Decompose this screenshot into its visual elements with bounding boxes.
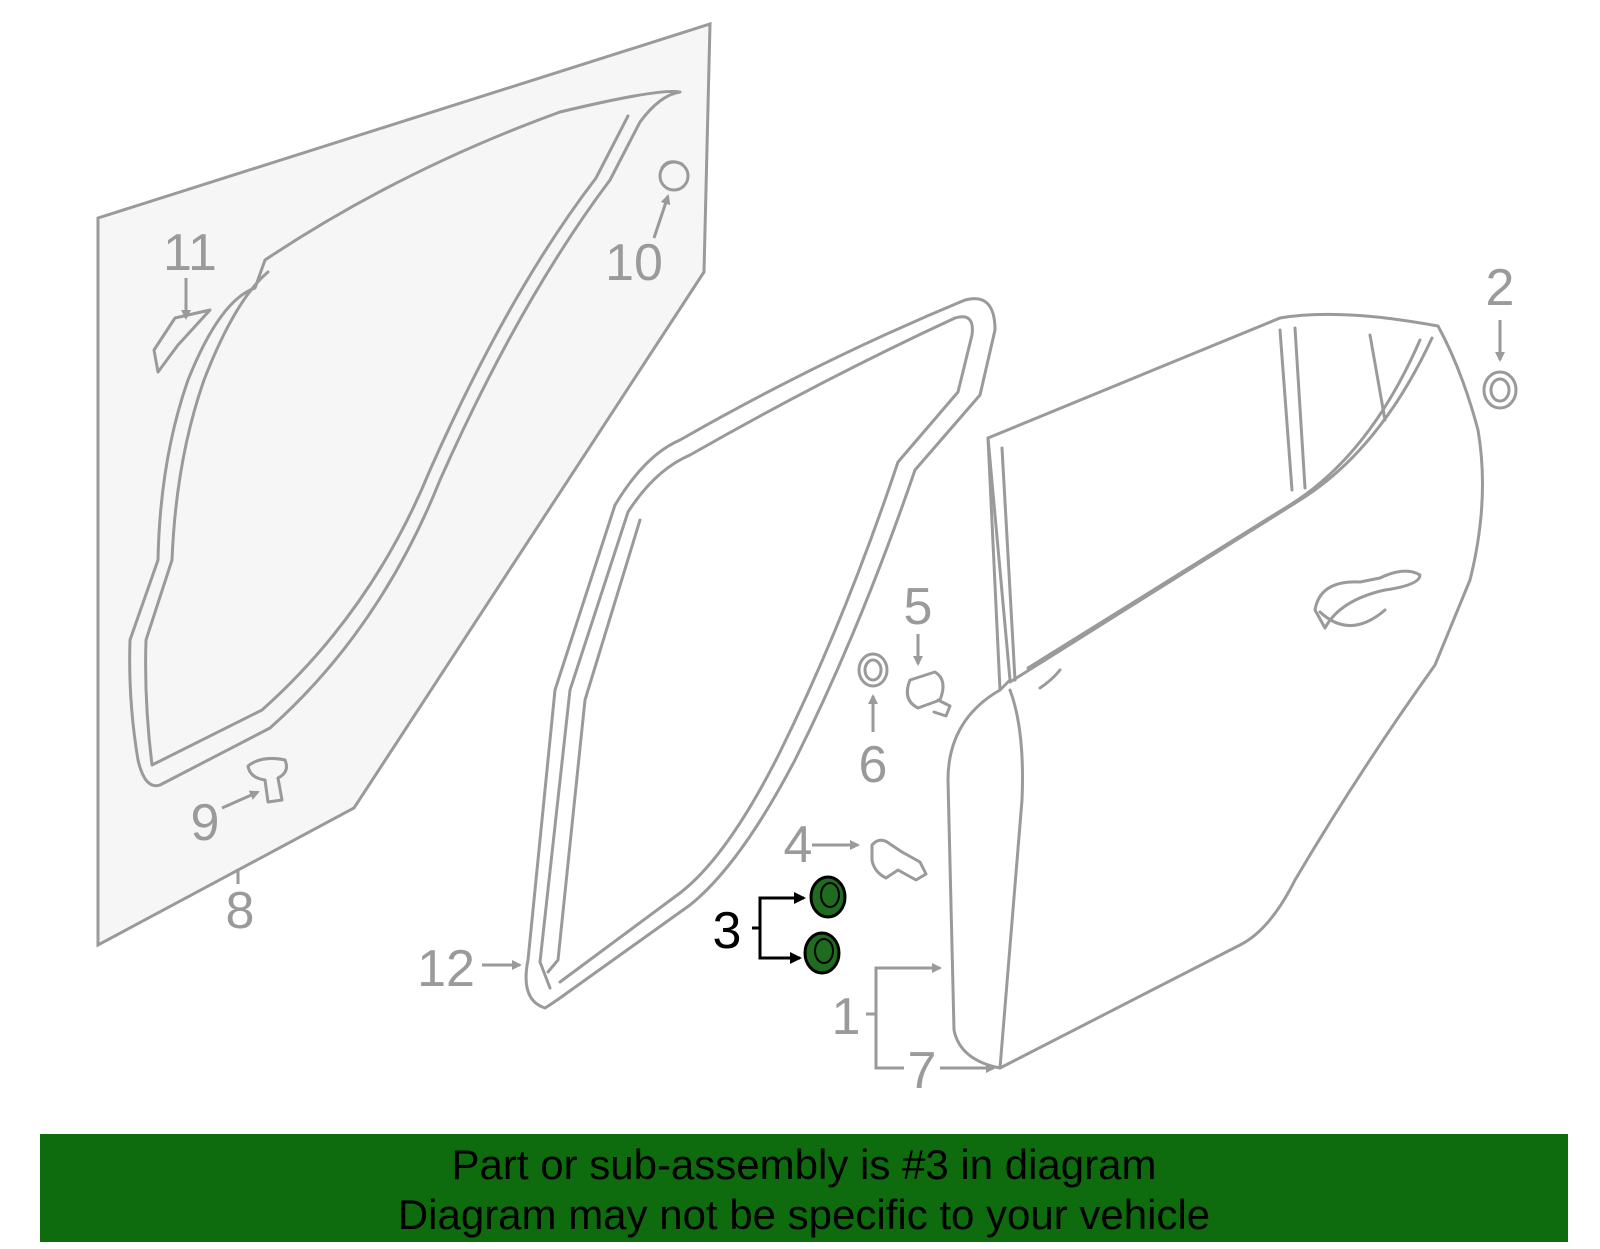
banner-line-part: Part or sub-assembly is #3 in diagram [451, 1141, 1157, 1188]
callout-labels: 11 10 2 5 6 4 9 8 12 1 7 3 [163, 224, 1514, 1100]
callout-1: 1 [832, 988, 861, 1046]
callout-5: 5 [904, 578, 933, 636]
callout-6: 6 [859, 736, 888, 794]
part-4-bolt [870, 838, 928, 882]
callout-8: 8 [226, 882, 255, 940]
callout-12: 12 [417, 940, 475, 998]
part-3-plug-lower [803, 931, 841, 975]
callout-2: 2 [1486, 259, 1515, 317]
callout-4: 4 [784, 816, 813, 874]
callout-10: 10 [605, 234, 663, 292]
callout-3: 3 [713, 902, 742, 960]
leader-lines [181, 194, 1505, 1073]
part-1-door-shell [946, 312, 1484, 1070]
part-2-plug [1482, 370, 1518, 410]
part-6-bumper [857, 652, 889, 688]
banner-line-disclaimer: Diagram may not be specific to your vehi… [397, 1191, 1211, 1238]
part-9-clip [246, 757, 288, 804]
part-11-glass-run-seal [128, 89, 682, 788]
callout-7: 7 [908, 1042, 937, 1100]
callout-11: 11 [163, 224, 217, 282]
part-5-stopper [905, 670, 952, 718]
info-banner: Part or sub-assembly is #3 in diagram Di… [40, 1134, 1568, 1242]
part-3-plug-upper [809, 875, 847, 919]
part-10-clip [658, 160, 690, 192]
part-12-door-weatherstrip [524, 297, 997, 1010]
callout-9: 9 [191, 794, 220, 852]
